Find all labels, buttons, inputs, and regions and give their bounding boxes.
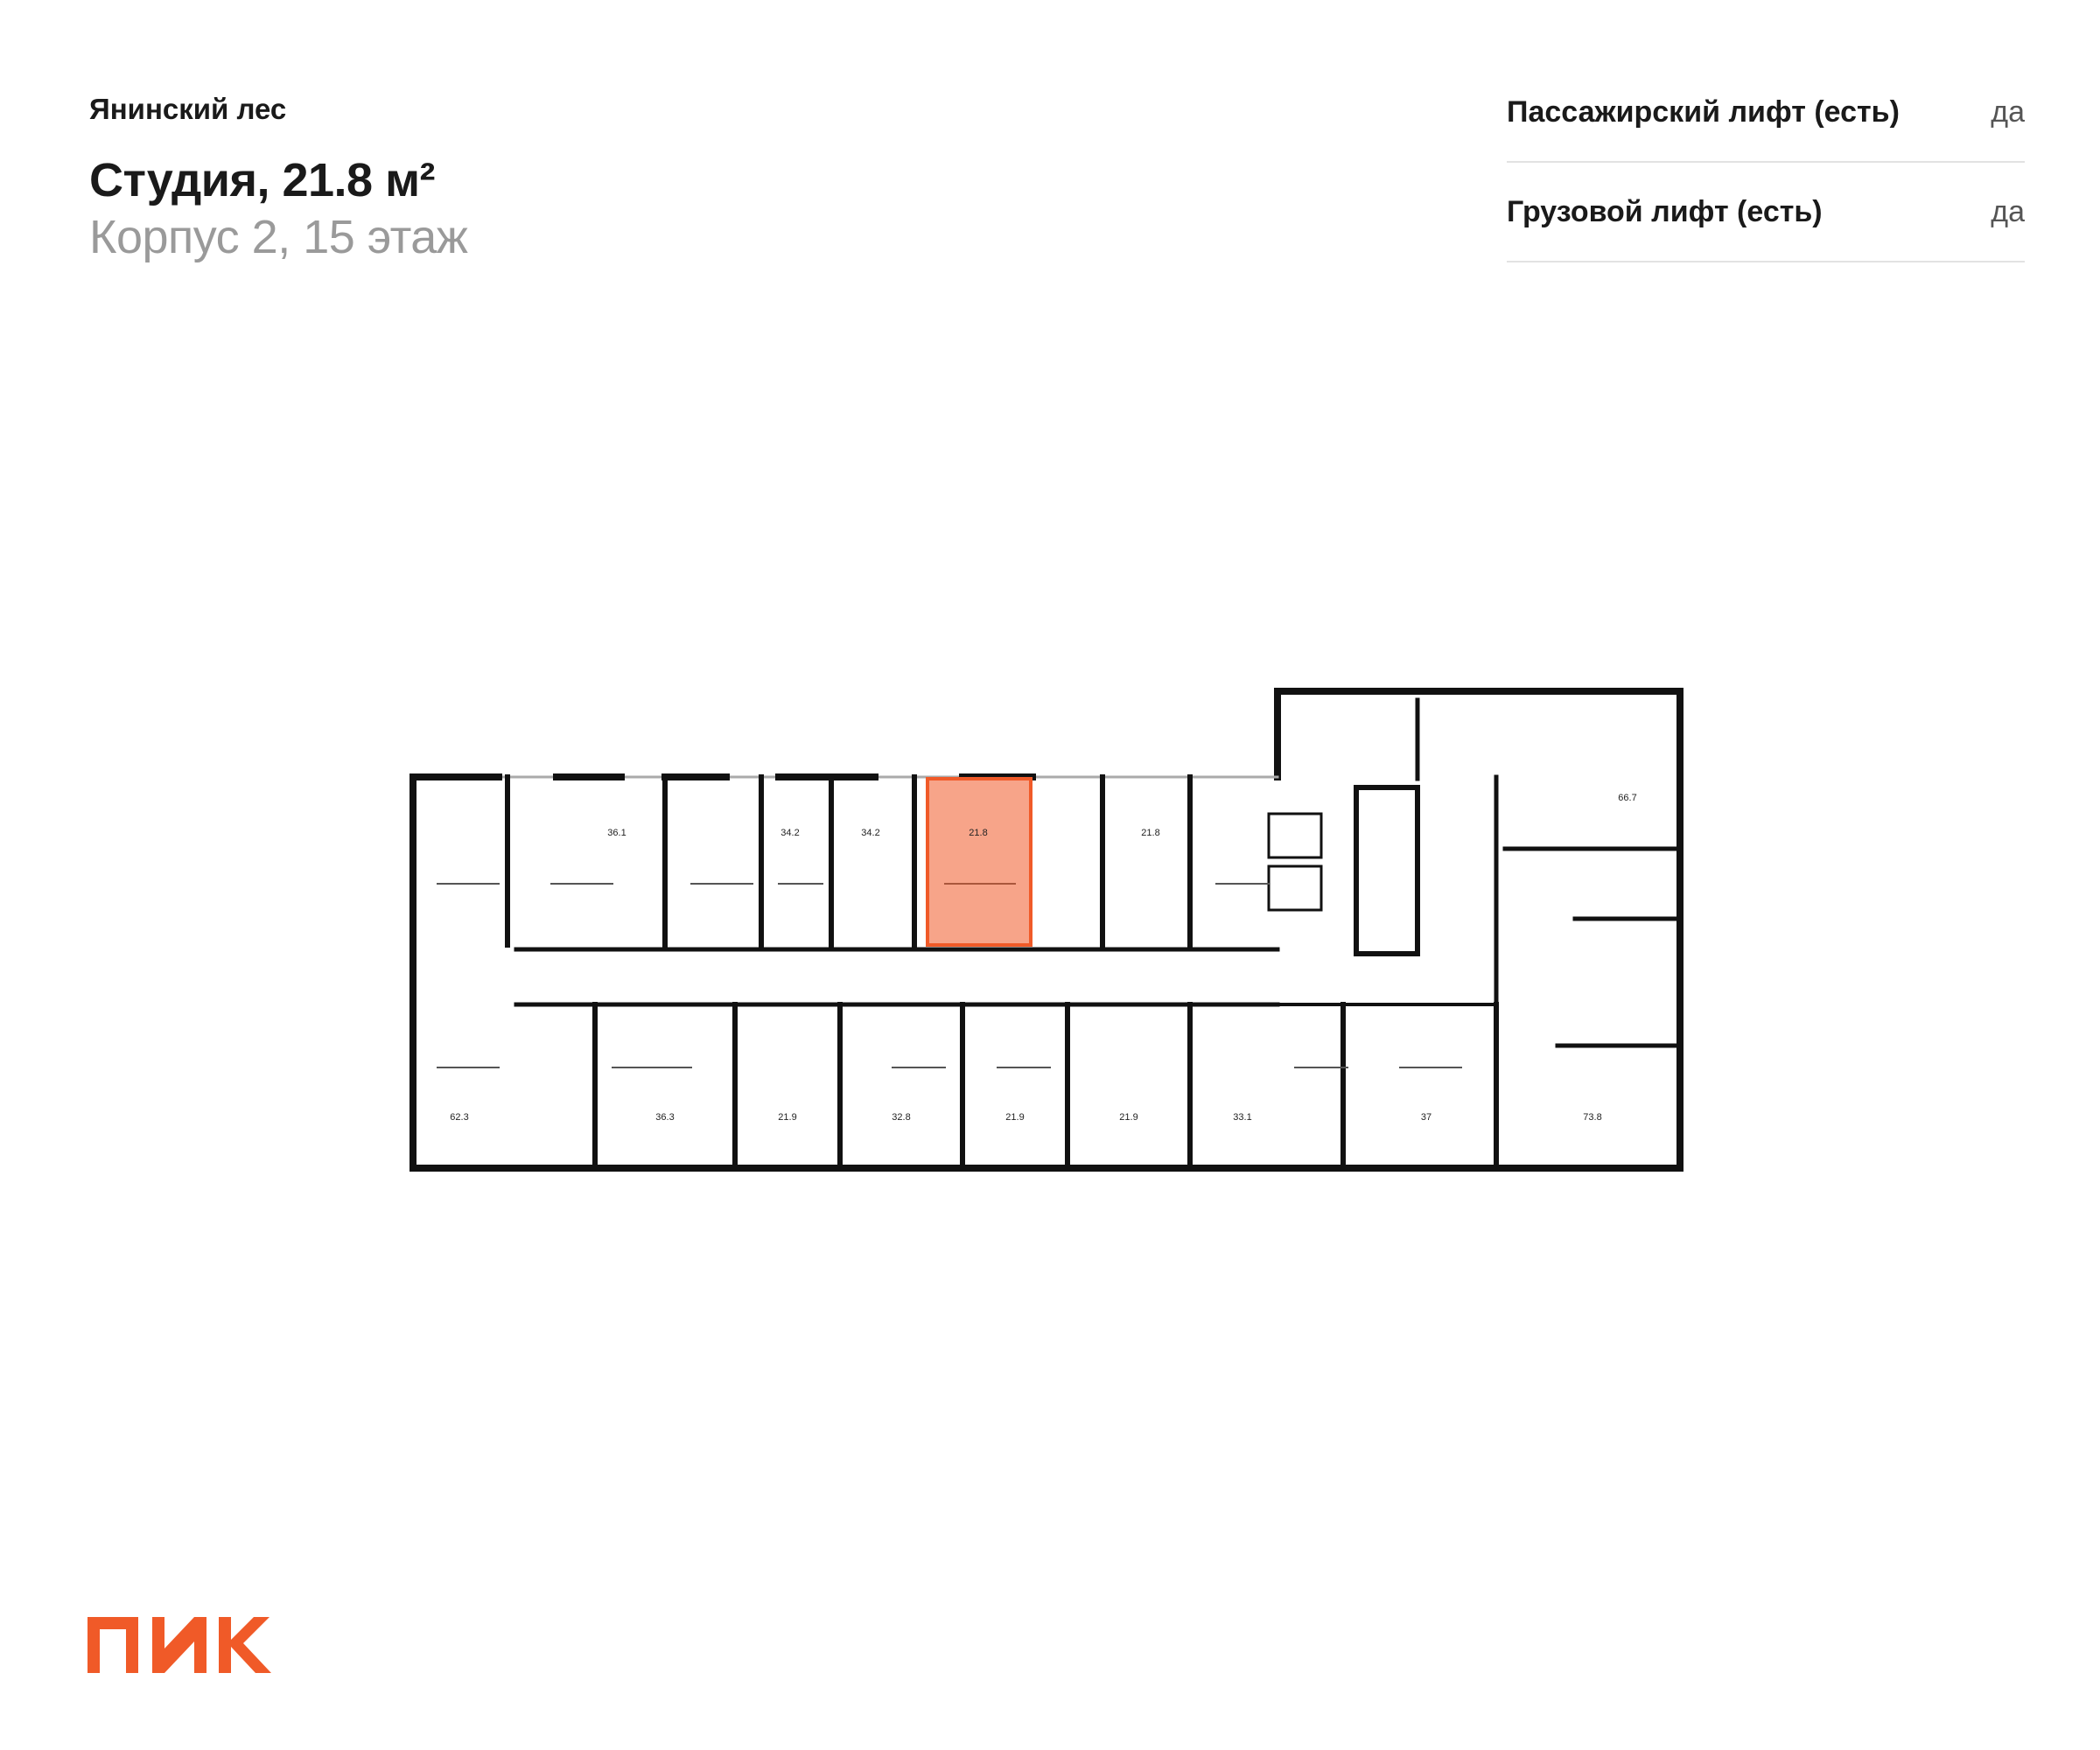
spec-value: да bbox=[1991, 194, 2025, 228]
spec-passenger-lift: Пассажирский лифт (есть) да bbox=[1507, 63, 2025, 163]
highlighted-apartment bbox=[926, 777, 1032, 947]
spec-label: Грузовой лифт (есть) bbox=[1507, 194, 1823, 228]
spec-label: Пассажирский лифт (есть) bbox=[1507, 94, 1900, 129]
floor-plan: 36.1 34.2 34.2 21.8 21.8 66.7 62.3 36.3 … bbox=[402, 682, 1715, 1225]
apt-label: 36.1 bbox=[607, 828, 626, 838]
pik-logo bbox=[88, 1617, 271, 1677]
apt-label: 32.8 bbox=[892, 1112, 910, 1123]
spec-value: да bbox=[1991, 94, 2025, 129]
project-name: Янинский лес bbox=[89, 93, 287, 125]
apt-label: 21.8 bbox=[969, 828, 987, 838]
apt-label: 34.2 bbox=[780, 828, 799, 838]
unit-title: Студия, 21.8 м² bbox=[89, 154, 436, 206]
apt-label: 62.3 bbox=[450, 1112, 468, 1123]
apt-label: 21.8 bbox=[1141, 828, 1159, 838]
apt-label: 66.7 bbox=[1618, 793, 1636, 803]
apt-label: 37 bbox=[1421, 1112, 1432, 1123]
spec-freight-lift: Грузовой лифт (есть) да bbox=[1507, 163, 2025, 262]
specs-list: Пассажирский лифт (есть) да Грузовой лиф… bbox=[1507, 63, 2025, 262]
apt-label: 21.9 bbox=[1119, 1112, 1138, 1123]
apt-label: 36.3 bbox=[655, 1112, 674, 1123]
apt-label: 73.8 bbox=[1583, 1112, 1601, 1123]
apt-label: 21.9 bbox=[778, 1112, 796, 1123]
apt-label: 21.9 bbox=[1005, 1112, 1024, 1123]
apt-label: 33.1 bbox=[1233, 1112, 1251, 1123]
unit-subtitle: Корпус 2, 15 этаж bbox=[89, 211, 468, 263]
apt-label: 34.2 bbox=[861, 828, 879, 838]
